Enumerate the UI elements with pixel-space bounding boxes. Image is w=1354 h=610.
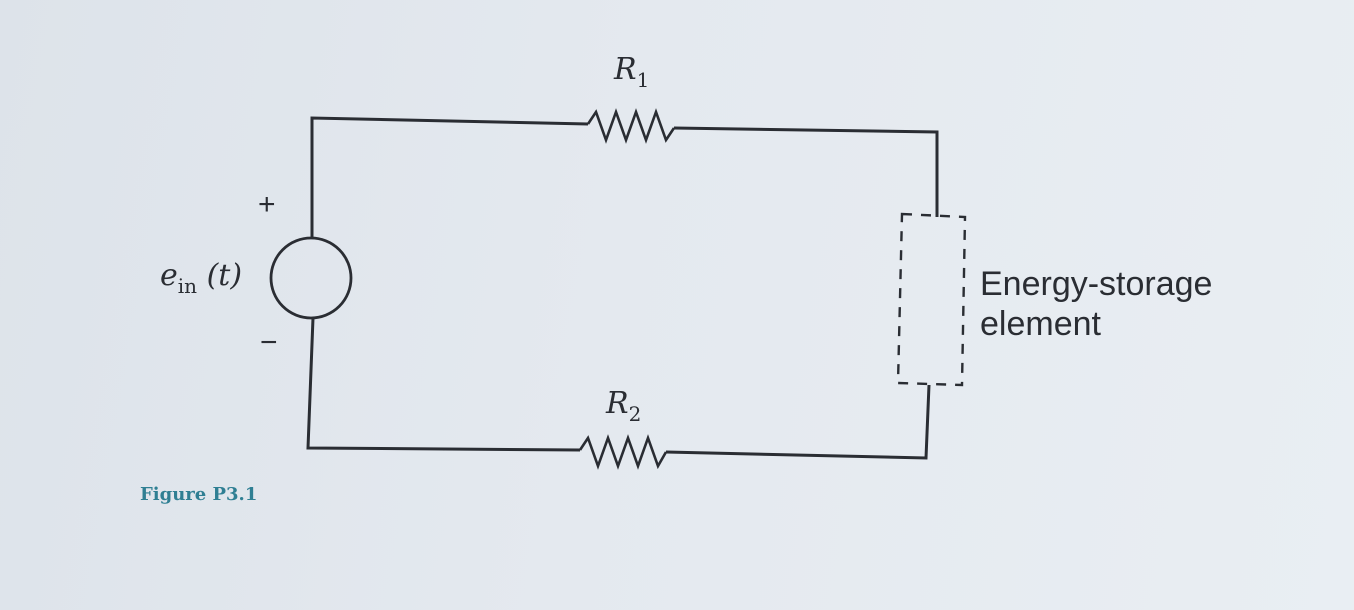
wire-bottom-right <box>665 384 931 460</box>
element-label-line2: element <box>980 305 1101 343</box>
element-label-line1: Energy-storage <box>980 265 1213 303</box>
energy-storage-element-label: Energy-storage element <box>980 264 1212 344</box>
r1-label: R1 <box>614 52 650 92</box>
source-label: ein (t) <box>160 258 243 298</box>
r2-label: R2 <box>606 386 642 426</box>
resistor-r1 <box>586 108 676 144</box>
resistor-r2 <box>578 434 668 470</box>
minus-sign: − <box>260 326 278 359</box>
figure-caption: Figure P3.1 <box>140 484 258 505</box>
wire-top-left <box>310 116 589 238</box>
voltage-source <box>269 236 353 320</box>
plus-sign: + <box>258 188 276 221</box>
wire-top-right <box>673 126 939 217</box>
energy-storage-element-box <box>896 212 967 387</box>
wire-bottom-left <box>306 317 581 452</box>
